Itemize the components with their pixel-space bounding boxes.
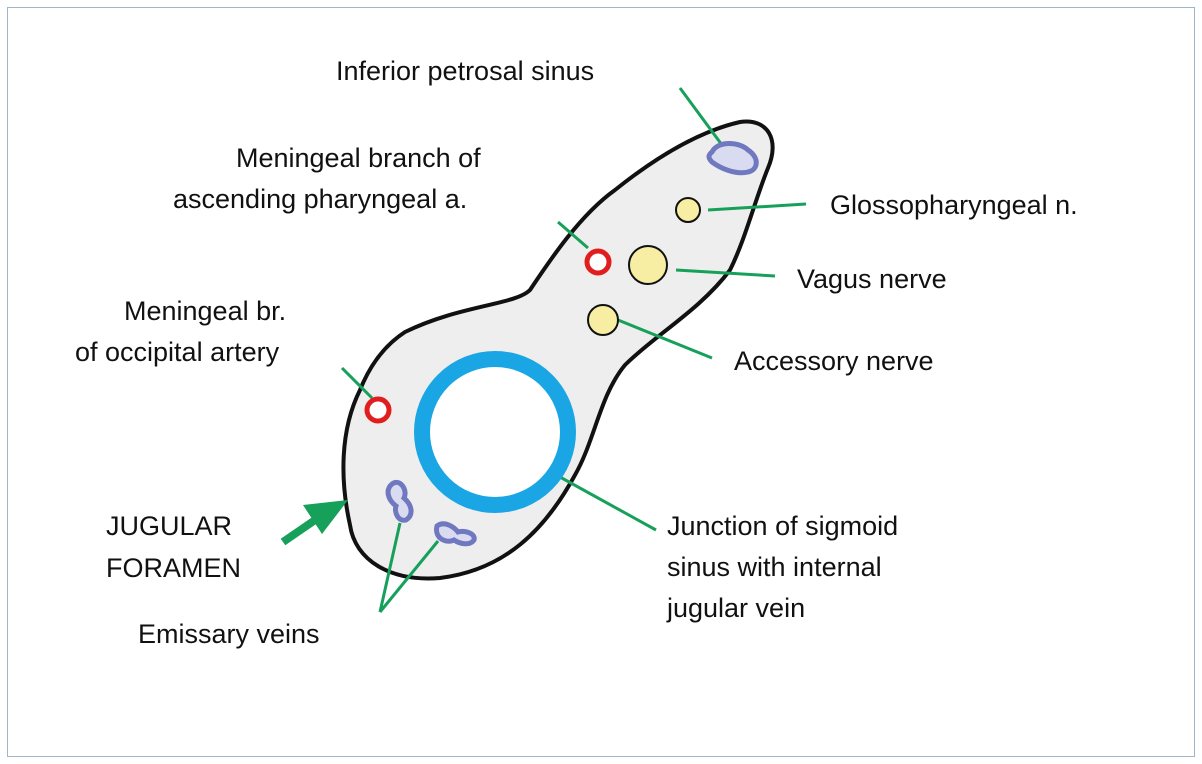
jugular-foramen-arrow [283,500,348,542]
label-jugular-line1: JUGULAR [106,511,232,541]
label-glossopharyngeal: Glossopharyngeal n. [830,190,1078,220]
meningeal-occipital-artery [367,399,389,421]
label-accessory: Accessory nerve [734,346,934,376]
label-meningeal-branch-line2: ascending pharyngeal a. [173,184,467,214]
label-emissary: Emissary veins [138,619,320,649]
label-junction-line1: Junction of sigmoid [667,511,898,541]
label-inferior-petrosal-sinus: Inferior petrosal sinus [336,56,594,86]
meningeal-pharyngeal-artery [587,251,609,273]
sigmoid-sinus-ring [422,359,568,505]
glossopharyngeal-nerve [676,198,700,222]
accessory-nerve [588,305,618,335]
label-vagus: Vagus nerve [797,264,947,294]
label-jugular-line2: FORAMEN [106,553,241,583]
label-meningeal-occipital-line2: of occipital artery [75,337,280,367]
label-meningeal-occipital-line1: Meningeal br. [124,296,286,326]
vagus-nerve [629,246,667,284]
label-meningeal-branch-line1: Meningeal branch of [236,143,481,173]
label-junction-line3: jugular vein [666,593,805,623]
label-junction-line2: sinus with internal [667,552,882,582]
